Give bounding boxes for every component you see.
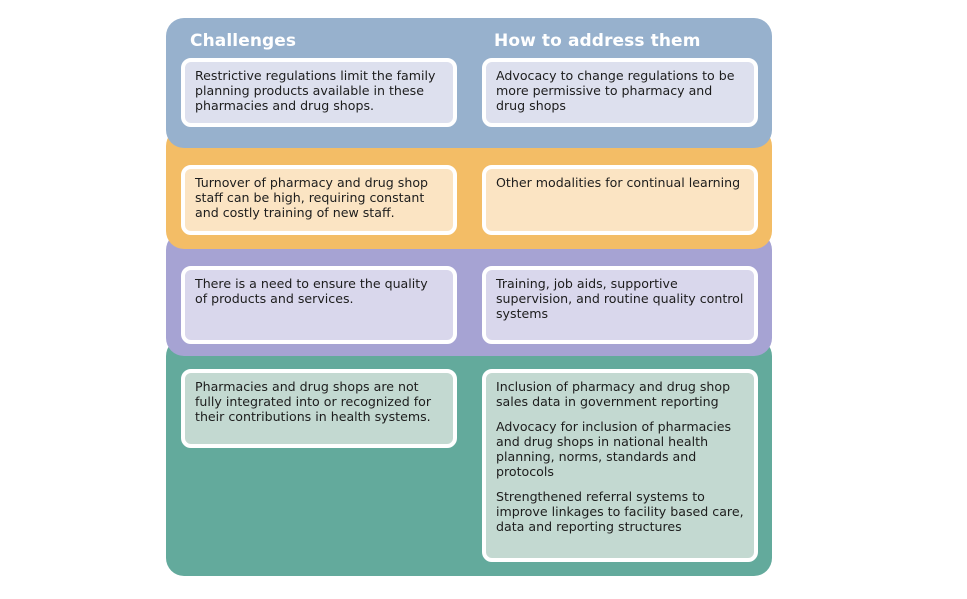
row-integration: Pharmacies and drug shops are not fully … <box>166 338 772 576</box>
challenge-text: Pharmacies and drug shops are not fully … <box>195 379 432 424</box>
row-regulations: Challenges How to address them Restricti… <box>166 18 772 148</box>
solution-text: Advocacy to change regulations to be mor… <box>496 68 735 113</box>
solution-card: Advocacy to change regulations to be mor… <box>482 58 758 127</box>
solution-text: Other modalities for continual learning <box>496 175 741 190</box>
solution-text: Inclusion of pharmacy and drug shop sale… <box>496 379 731 409</box>
solution-text: Training, job aids, supportive supervisi… <box>496 276 744 321</box>
solution-text: Strengthened referral systems to improve… <box>496 489 744 534</box>
challenge-card: Pharmacies and drug shops are not fully … <box>181 369 457 448</box>
solutions-header: How to address them <box>494 31 701 51</box>
solution-card: Other modalities for continual learning <box>482 165 758 235</box>
challenge-text: Restrictive regulations limit the family… <box>195 68 436 113</box>
challenge-text: Turnover of pharmacy and drug shop staff… <box>195 175 429 220</box>
solution-card: Inclusion of pharmacy and drug shop sale… <box>482 369 758 562</box>
row-staff-turnover: Turnover of pharmacy and drug shop staff… <box>166 128 772 249</box>
challenge-card: Restrictive regulations limit the family… <box>181 58 457 127</box>
challenge-card: There is a need to ensure the quality of… <box>181 266 457 344</box>
challenges-header: Challenges <box>190 31 297 51</box>
challenge-card: Turnover of pharmacy and drug shop staff… <box>181 165 457 235</box>
challenge-text: There is a need to ensure the quality of… <box>195 276 428 306</box>
solution-text: Advocacy for inclusion of pharmacies and… <box>496 419 732 479</box>
solution-card: Training, job aids, supportive supervisi… <box>482 266 758 344</box>
row-quality: There is a need to ensure the quality of… <box>166 232 772 356</box>
